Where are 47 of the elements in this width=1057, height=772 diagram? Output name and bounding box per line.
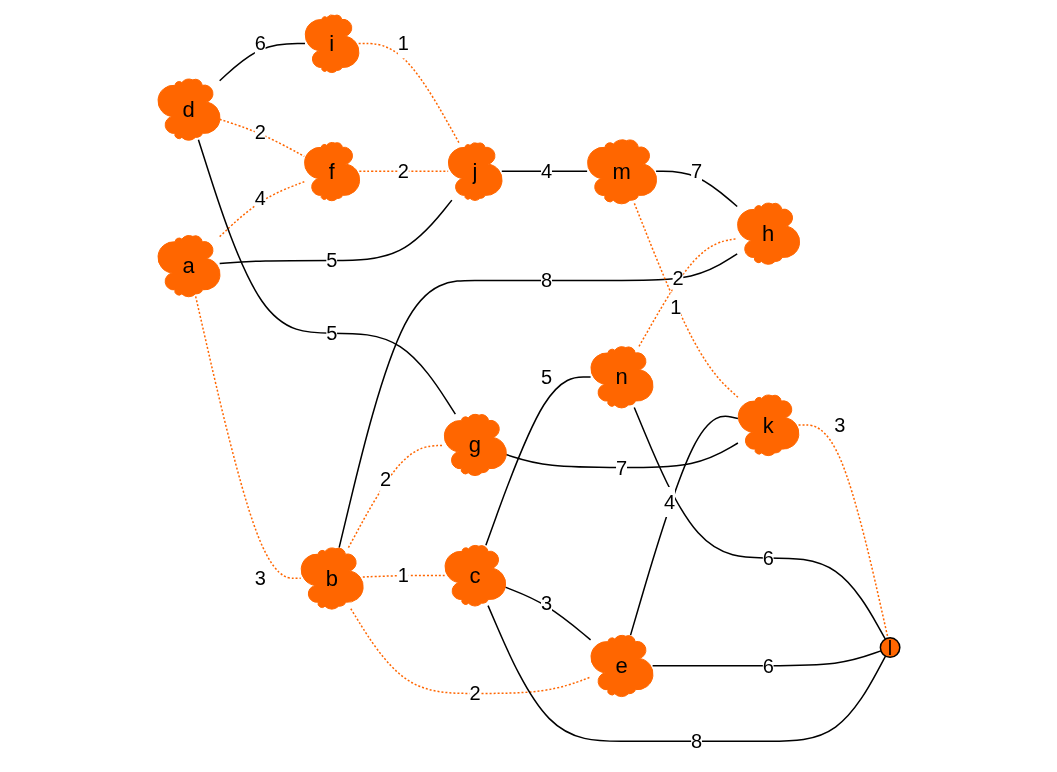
connector (338, 253, 738, 549)
edge-label: 7 (615, 456, 627, 479)
connector (197, 139, 456, 416)
edge-label: 2 (397, 160, 409, 183)
edge-label: 4 (254, 187, 266, 210)
connector (486, 605, 886, 743)
edge-label: 3 (254, 567, 266, 590)
edge-label: 3 (540, 592, 552, 615)
connector (654, 171, 738, 208)
connector (504, 442, 739, 469)
edge-label: 2 (468, 682, 481, 705)
edge-label: 2 (672, 267, 684, 290)
connector (633, 203, 739, 399)
connector (637, 238, 738, 348)
node-circle: l (879, 637, 901, 659)
connector (218, 118, 305, 158)
edge-label: 8 (690, 730, 702, 753)
edge-label: 4 (663, 491, 675, 514)
connector (194, 296, 302, 580)
connector (349, 608, 591, 695)
connector (358, 171, 449, 173)
edge-label: 1 (397, 32, 409, 55)
connector (633, 407, 886, 641)
edge-label: 2 (379, 468, 391, 491)
edge-label: 5 (325, 249, 337, 272)
connector (218, 181, 305, 238)
connector (484, 376, 591, 547)
edge-label: 4 (540, 160, 552, 183)
edge-label: 5 (325, 322, 337, 345)
edge-label: 6 (762, 547, 774, 570)
edge-label: 2 (254, 121, 266, 144)
connector (218, 199, 453, 265)
edge-label: 7 (690, 160, 702, 183)
connector (218, 43, 306, 82)
edge-label: 1 (669, 296, 682, 319)
edge-label: 3 (833, 414, 845, 437)
connector (357, 43, 460, 144)
edge-label: 8 (540, 269, 552, 292)
connector (347, 445, 445, 549)
connector (500, 171, 588, 173)
edge-label: 5 (540, 366, 552, 389)
edge-label: 6 (762, 655, 774, 678)
edge-label: 6 (254, 32, 266, 55)
connector (629, 415, 739, 637)
edge-label: 1 (397, 564, 409, 587)
connector (361, 575, 445, 579)
connector (504, 586, 591, 641)
